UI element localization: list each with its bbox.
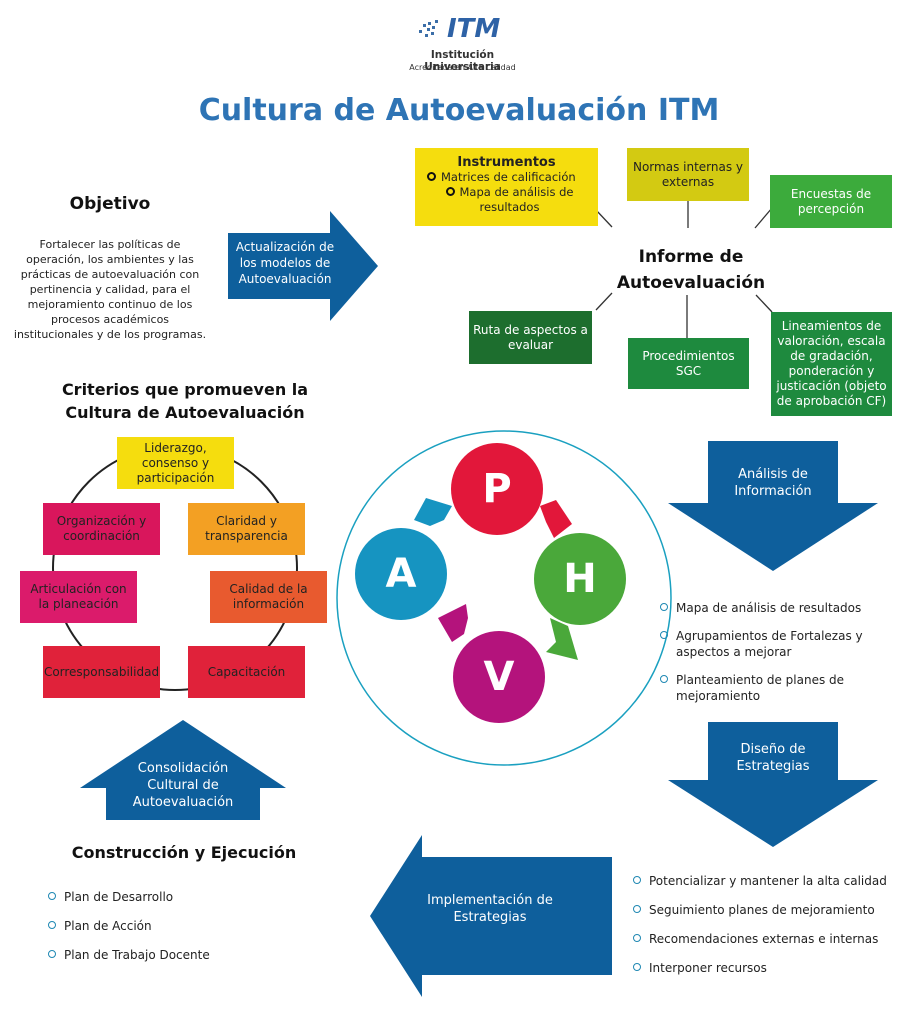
estrategias-list: Potencializar y mantener la alta calidad… (633, 873, 913, 976)
bullet-icon (633, 963, 641, 971)
instrumentos-item-2: Mapa de análisis de resultados (419, 185, 594, 215)
analisis-arrow (668, 441, 878, 571)
analisis-item-1: Mapa de análisis de resultados (660, 600, 895, 616)
estrategias-item-3: Recomendaciones externas e internas (633, 931, 913, 947)
ring-icon (445, 187, 455, 196)
estrategias-item-1: Potencializar y mantener la alta calidad (633, 873, 913, 889)
criterio-organizacion: Organización y coordinación (43, 503, 160, 555)
logo-line1: Institución Universitaria (424, 49, 501, 73)
criterio-calidad: Calidad de la información (210, 571, 327, 623)
informe-spokes (595, 190, 773, 338)
bullet-icon (48, 921, 56, 929)
encuestas-box: Encuestas de percepción (770, 175, 892, 228)
objetivo-text: Fortalecer las políticas de operación, l… (13, 238, 207, 341)
bullet-icon (48, 950, 56, 958)
arrow-h-v-icon (546, 618, 578, 660)
criterio-claridad: Claridad y transparencia (188, 503, 305, 555)
diseno-arrow (668, 722, 878, 847)
informe-center: Informe de Autoevaluación (616, 247, 766, 293)
implementacion-arrow-label: Implementación de Estrategias (427, 893, 553, 925)
instrumentos-title: Instrumentos (457, 155, 556, 170)
arrow-p-h-icon (540, 500, 572, 538)
criterio-articulacion: Articulación con la planeación (20, 571, 137, 623)
estrategias-item-2: Seguimiento planes de mejoramiento (633, 902, 913, 918)
phva-outer-circle (336, 430, 672, 766)
analisis-arrow-label: Análisis de Información (734, 467, 812, 499)
consolidacion-arrow (80, 720, 286, 820)
bullet-icon (633, 934, 641, 942)
bullet-icon (660, 675, 668, 683)
phva-a-circle: A (355, 528, 447, 620)
arrow-v-a-icon (438, 604, 468, 642)
phva-v-circle: V (453, 631, 545, 723)
bullet-icon (660, 631, 668, 639)
construccion-item-1: Plan de Desarrollo (48, 889, 268, 905)
implementacion-arrow (370, 835, 612, 997)
construccion-item-3: Plan de Trabajo Docente (48, 947, 268, 963)
ring-icon (427, 172, 436, 181)
criterio-liderazgo: Liderazgo, consenso y participación (117, 437, 234, 489)
instrumentos-box: Instrumentos Matrices de calificación Ma… (415, 148, 598, 226)
actualizacion-arrow (228, 211, 378, 321)
normas-box: Normas internas y externas (627, 148, 749, 201)
actualizacion-arrow-label: Actualización de los modelos de Autoeval… (235, 240, 335, 286)
criterio-corresponsabilidad: Corresponsabilidad (43, 646, 160, 698)
diseno-arrow-label: Diseño de Estrategias (736, 742, 810, 774)
procedimientos-box: Procedimientos SGC (628, 338, 749, 389)
logo-brand: ITM (447, 14, 501, 44)
phva-h-circle: H (534, 533, 626, 625)
itm-logo: ITM Institución Universitaria Acreditada… (405, 12, 520, 76)
criterios-heading: Criterios que promueven la Cultura de Au… (61, 380, 309, 422)
analisis-list: Mapa de análisis de resultados Agrupamie… (660, 600, 895, 704)
construccion-list: Plan de Desarrollo Plan de Acción Plan d… (48, 889, 268, 963)
lineamientos-box: Lineamientos de valoración, escala de gr… (771, 312, 892, 416)
bullet-icon (48, 892, 56, 900)
instrumentos-item-1: Matrices de calificación (419, 170, 594, 185)
analisis-item-3: Planteamiento de planes de mejoramiento (660, 672, 895, 704)
analisis-item-2: Agrupamientos de Fortalezas y aspectos a… (660, 628, 895, 660)
bullet-icon (633, 876, 641, 884)
logo-line2: Acreditada en Alta Calidad (409, 63, 516, 72)
itm-logo-icon (419, 20, 438, 37)
consolidacion-arrow-label: Consolidación Cultural de Autoevaluación (132, 761, 234, 810)
estrategias-item-4: Interponer recursos (633, 960, 913, 976)
construccion-heading: Construcción y Ejecución (71, 843, 297, 862)
page-title: Cultura de Autoevaluación ITM (198, 93, 720, 128)
phva-p-circle: P (451, 443, 543, 535)
criterio-capacitacion: Capacitación (188, 646, 305, 698)
bullet-icon (660, 603, 668, 611)
construccion-item-2: Plan de Acción (48, 918, 268, 934)
objetivo-heading: Objetivo (69, 194, 151, 214)
ruta-box: Ruta de aspectos a evaluar (469, 311, 592, 364)
bullet-icon (633, 905, 641, 913)
arrow-a-p-icon (414, 498, 452, 526)
